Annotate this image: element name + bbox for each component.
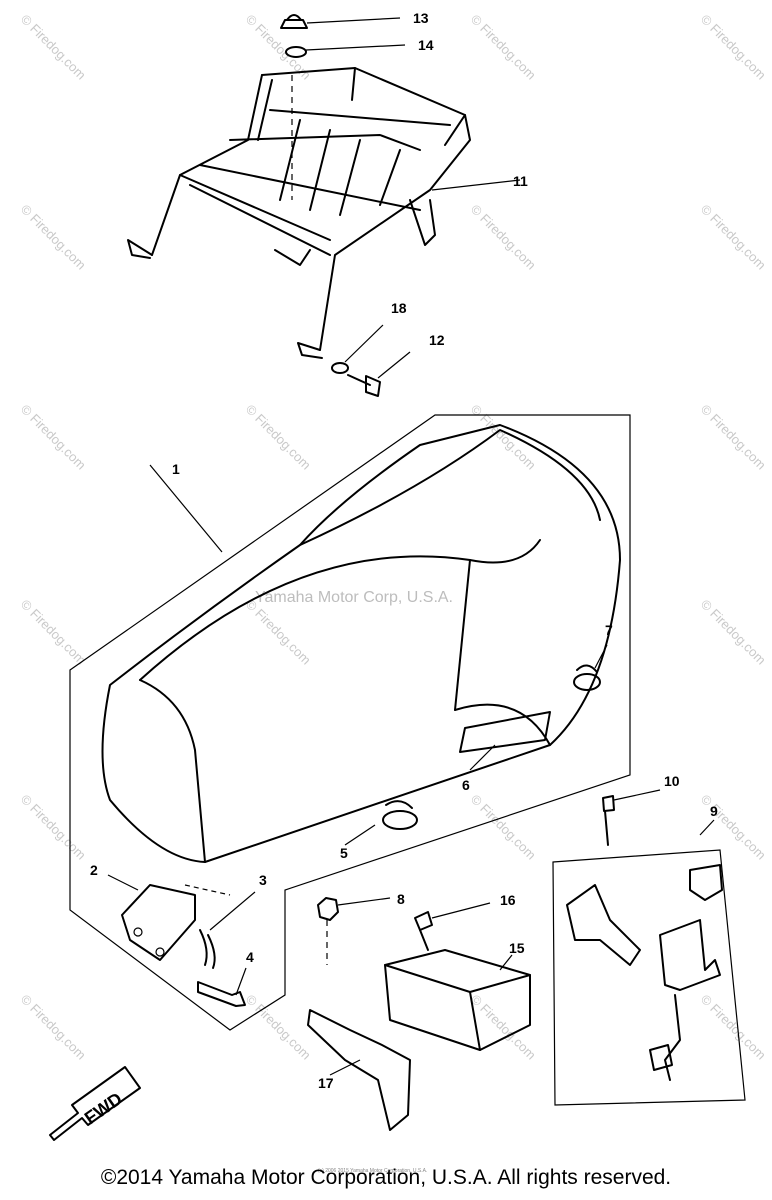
callout-11: 11 [513, 173, 528, 189]
watermark-firedog: © Firedog.com [243, 992, 314, 1063]
callout-16: 16 [500, 892, 516, 908]
lock-assembly [552, 789, 746, 1106]
watermark-layer: © Firedog.com © Firedog.com © Firedog.co… [18, 12, 769, 1174]
callout-14: 14 [418, 37, 434, 53]
watermark-firedog: © Firedog.com [698, 402, 769, 473]
watermark-firedog: © Firedog.com [18, 12, 89, 83]
callout-1: 1 [172, 461, 180, 477]
watermark-firedog: © Firedog.com [18, 992, 89, 1063]
callout-15: 15 [509, 940, 525, 956]
callout-10: 10 [664, 773, 680, 789]
callout-7: 7 [605, 622, 613, 638]
seat-assembly [69, 414, 631, 1031]
watermark-firedog: © Firedog.com [698, 12, 769, 83]
callout-12: 12 [429, 332, 445, 348]
watermark-firedog: © Firedog.com [243, 402, 314, 473]
callout-13: 13 [413, 10, 429, 26]
callout-8: 8 [397, 891, 405, 907]
watermark-firedog: © Firedog.com [18, 402, 89, 473]
hinge-clip [199, 891, 256, 969]
watermark-firedog: © Firedog.com [468, 792, 539, 863]
watermark-firedog: © Firedog.com [18, 597, 89, 668]
mount-bracket [307, 1009, 411, 1131]
storage-tray [384, 949, 531, 1051]
callout-labels: 1 2 3 4 5 6 7 8 9 10 11 12 13 14 15 16 1… [90, 10, 718, 1091]
hinge-pin [197, 967, 247, 1007]
callout-2: 2 [90, 862, 98, 878]
rubber-damper [344, 800, 418, 846]
watermark-yamaha: Yamaha Motor Corp, U.S.A. [255, 589, 453, 606]
watermark-firedog: © Firedog.com [468, 12, 539, 83]
watermark-firedog: © Firedog.com [698, 792, 769, 863]
callout-17: 17 [318, 1075, 334, 1091]
hinge-bracket [107, 874, 231, 961]
forward-arrow-icon: FWD [49, 1066, 141, 1141]
callout-4: 4 [246, 949, 254, 965]
callout-3: 3 [259, 872, 267, 888]
washer [285, 44, 406, 58]
watermark-tiny: (c) 2006 2015 Yamaha Motor Corporation, … [318, 1168, 427, 1174]
watermark-firedog: © Firedog.com [18, 792, 89, 863]
callout-9: 9 [710, 803, 718, 819]
callout-6: 6 [462, 777, 470, 793]
watermark-firedog: © Firedog.com [468, 992, 539, 1063]
hex-nut [317, 897, 391, 965]
cap-nut [280, 14, 401, 29]
callout-5: 5 [340, 845, 348, 861]
tray-bolt [414, 902, 491, 951]
watermark-firedog: © Firedog.com [698, 992, 769, 1063]
bolt-and-washer [331, 324, 411, 397]
rack-assembly [127, 67, 521, 359]
watermark-firedog: © Firedog.com [698, 202, 769, 273]
watermark-firedog: © Firedog.com [698, 597, 769, 668]
watermark-firedog: © Firedog.com [18, 202, 89, 273]
callout-18: 18 [391, 300, 407, 316]
rubber-damper [573, 644, 608, 691]
copyright-notice: ©2014 Yamaha Motor Corporation, U.S.A. A… [100, 1166, 672, 1189]
watermark-firedog: © Firedog.com [243, 597, 314, 668]
watermark-firedog: © Firedog.com [468, 202, 539, 273]
